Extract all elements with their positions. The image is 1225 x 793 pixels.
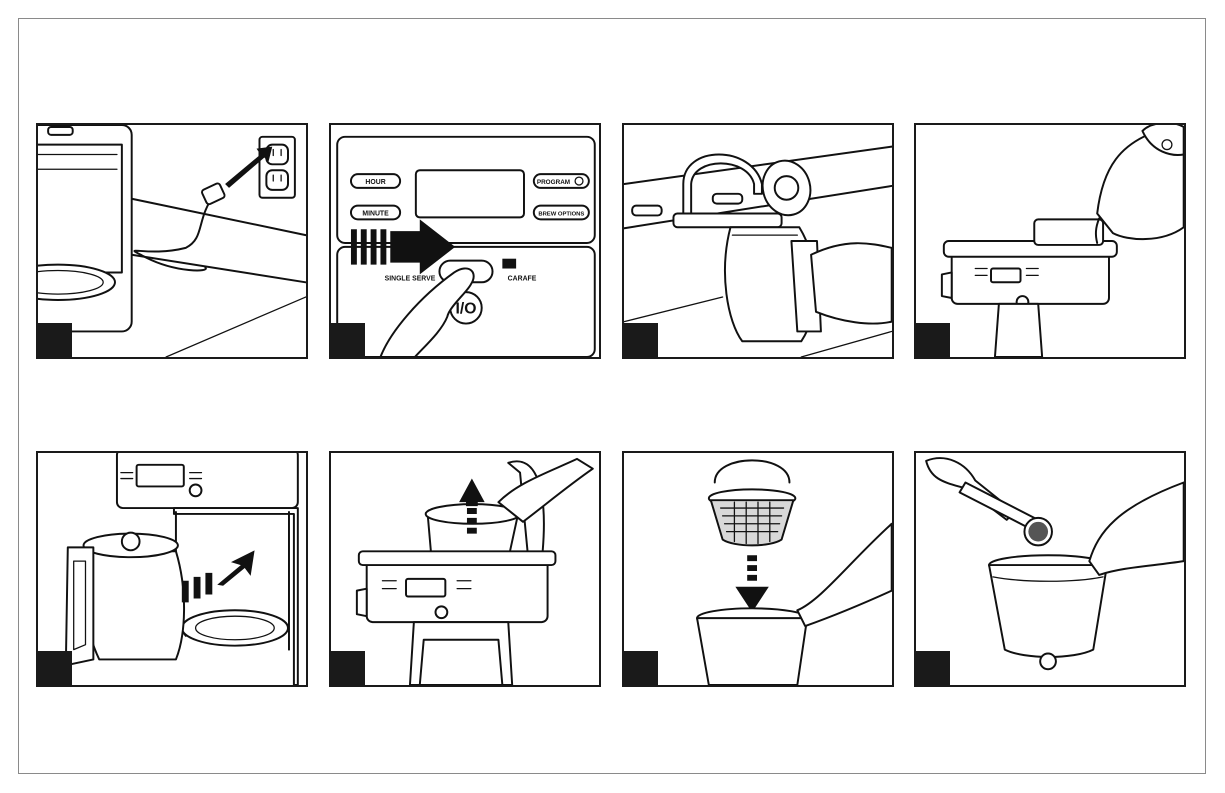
- step-panel-pour-water: [914, 123, 1186, 359]
- step-number-box: [624, 651, 658, 685]
- power-button-label: I/O: [455, 301, 476, 318]
- step-panel-select-carafe: HOUR MINUTE PROGRAM BREW OPTIONS SINGLE …: [329, 123, 601, 359]
- pour-water-icon: [916, 125, 1184, 357]
- step-number-box: [916, 323, 950, 357]
- step-number-box: [38, 323, 72, 357]
- step-panel-fill-carafe: [622, 123, 894, 359]
- brew-options-button-label: BREW OPTIONS: [538, 211, 584, 217]
- step-number-box: [624, 323, 658, 357]
- single-serve-label: SINGLE SERVE: [385, 275, 436, 282]
- step-number-box: [331, 323, 365, 357]
- carafe-insert-icon: [38, 453, 306, 685]
- insert-filter-icon: [624, 453, 892, 685]
- power-plug-outlet-icon: [38, 125, 306, 357]
- step-panel-insert-carafe: [36, 451, 308, 687]
- minute-button-label: MINUTE: [362, 210, 389, 217]
- step-number-box: [916, 651, 950, 685]
- step-number-box: [331, 651, 365, 685]
- control-panel-icon: HOUR MINUTE PROGRAM BREW OPTIONS SINGLE …: [331, 125, 599, 357]
- step-panel-remove-basket: [329, 451, 601, 687]
- program-button-label: PROGRAM: [537, 179, 570, 186]
- step-panel-insert-filter: [622, 451, 894, 687]
- hour-button-label: HOUR: [365, 179, 385, 186]
- carafe-label: CARAFE: [508, 275, 537, 282]
- step-panel-plug-in: [36, 123, 308, 359]
- scoop-coffee-icon: [916, 453, 1184, 685]
- step-panel-add-coffee: [914, 451, 1186, 687]
- step-number-box: [38, 651, 72, 685]
- lift-basket-icon: [331, 453, 599, 685]
- faucet-carafe-icon: [624, 125, 892, 357]
